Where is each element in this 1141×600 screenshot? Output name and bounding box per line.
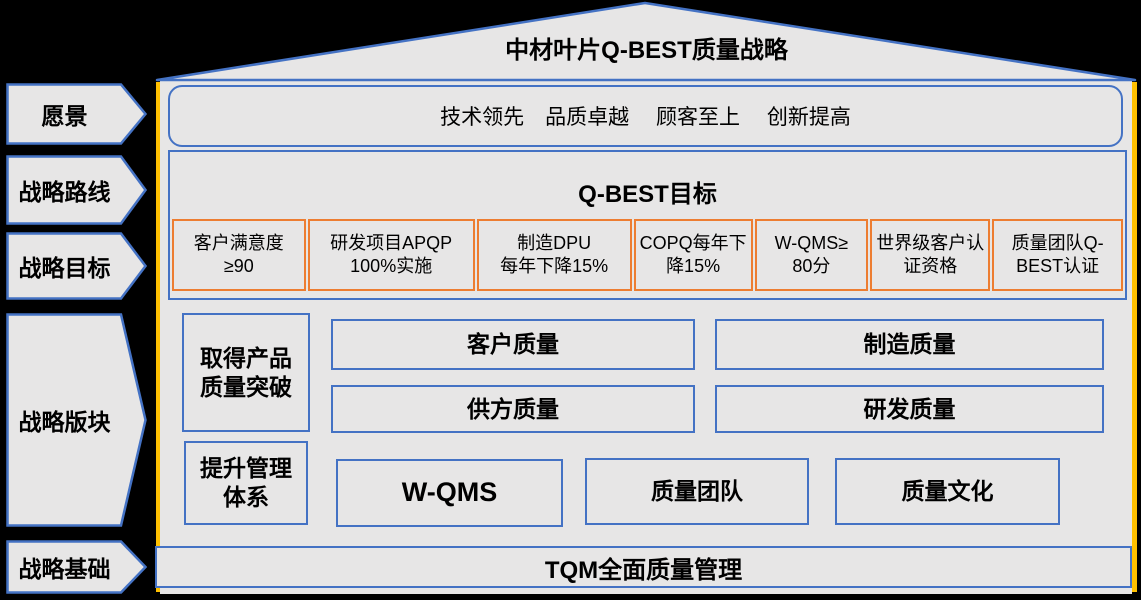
roof-shape (155, 1, 1137, 82)
qbest-goals-heading: Q-BEST目标 (578, 181, 717, 208)
sidebar-item-label: 战略版块 (18, 409, 111, 435)
block-management-system: 提升管理 体系 (184, 441, 308, 525)
qbest-goals-row: 客户满意度 ≥90 研发项目APQP 100%实施 制造DPU 每年下降15% … (172, 219, 1123, 291)
block-product-quality-breakthrough: 取得产品 质量突破 (182, 313, 310, 432)
sidebar-item-strategy-route: 战略路线 (6, 155, 147, 225)
block-customer-quality: 客户质量 (331, 319, 695, 370)
left-accent-stripe (156, 82, 161, 592)
foundation-label: TQM全面质量管理 (544, 556, 743, 584)
goal-item-team-cert: 质量团队Q- BEST认证 (992, 219, 1123, 291)
sidebar-item-strategy-blocks: 战略版块 (6, 313, 147, 527)
goal-item-wqms-score: W-QMS≥ 80分 (754, 219, 869, 291)
right-accent-stripe (1132, 82, 1137, 592)
block-wqms: W-QMS (336, 459, 563, 527)
vision-statement-text: 技术领先 品质卓越 顾客至上 创新提高 (440, 106, 851, 129)
arrow-right-icon (6, 232, 147, 300)
goal-item-world-class-cert: 世界级客户认 证资格 (870, 219, 991, 291)
arrow-right-icon (6, 155, 147, 225)
foundation-bar: TQM全面质量管理 (155, 546, 1132, 588)
arrow-right-icon (6, 313, 147, 527)
page-title: 中材叶片Q-BEST质量战略 (505, 37, 788, 64)
sidebar-item-label: 愿景 (41, 103, 88, 129)
goal-item-dpu: 制造DPU 每年下降15% (476, 219, 632, 291)
sidebar-item-label: 战略目标 (18, 255, 111, 281)
vision-statement-bar: 技术领先 品质卓越 顾客至上 创新提高 (168, 85, 1123, 147)
goal-item-customer-satisfaction: 客户满意度 ≥90 (172, 219, 306, 291)
sidebar-item-label: 战略基础 (18, 556, 111, 582)
sidebar-item-vision: 愿景 (6, 83, 147, 145)
qbest-goals-section: Q-BEST目标 客户满意度 ≥90 研发项目APQP 100%实施 制造DPU… (168, 150, 1127, 300)
strategy-house-roof (154, 0, 1139, 84)
block-manufacturing-quality: 制造质量 (715, 319, 1104, 370)
goal-item-apqp: 研发项目APQP 100%实施 (307, 219, 475, 291)
sidebar-item-label: 战略路线 (18, 179, 111, 205)
block-supplier-quality: 供方质量 (331, 385, 695, 433)
sidebar-item-strategy-goals: 战略目标 (6, 232, 147, 300)
arrow-right-icon (6, 540, 147, 594)
sidebar-item-strategy-foundation: 战略基础 (6, 540, 147, 594)
goal-item-copq: COPQ每年下 降15% (633, 219, 753, 291)
block-quality-team: 质量团队 (585, 458, 809, 525)
arrow-right-icon (6, 83, 147, 145)
block-rnd-quality: 研发质量 (715, 385, 1104, 433)
block-quality-culture: 质量文化 (835, 458, 1060, 525)
